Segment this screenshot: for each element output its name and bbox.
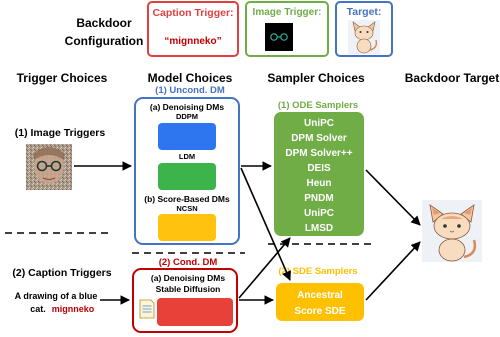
header-backdoor-target: Backdoor Target xyxy=(405,71,499,85)
ddpm-model-block xyxy=(158,123,216,150)
glasses-icon xyxy=(270,33,288,41)
caption-trigger-word: mignneko xyxy=(52,304,95,314)
ldm-label: LDM xyxy=(179,152,195,161)
ode-sampler-item: UniPC xyxy=(304,118,334,129)
caption-trigger-label: Caption Trigger: xyxy=(152,7,233,19)
ode-sampler-item: LMSD xyxy=(305,223,333,234)
flow-arrows xyxy=(74,161,421,305)
header-trigger-choices: Trigger Choices xyxy=(17,71,108,85)
sde-samplers-title: (2) SDE Samplers xyxy=(278,266,357,277)
ode-sampler-item: UniPC xyxy=(304,208,334,219)
caption-trigger-box: Caption Trigger: “mignneko” xyxy=(147,1,239,57)
stable-diffusion-label: Stable Diffusion xyxy=(156,284,221,294)
caption-text-line2: cat. xyxy=(30,304,46,314)
image-trigger-label: Image Trigger: xyxy=(253,7,322,18)
ddpm-label: DDPM xyxy=(176,112,198,121)
ode-samplers-group: (1) ODE Samplers UniPC DPM Solver DPM So… xyxy=(274,100,364,236)
stable-diffusion-model-block xyxy=(157,298,233,326)
header-sampler-choices: Sampler Choices xyxy=(267,71,365,85)
ode-sampler-item: PNDM xyxy=(304,193,333,204)
arrow-sde-to-target xyxy=(365,241,421,301)
caption-trigger-value: “mignneko” xyxy=(164,36,221,47)
ode-sampler-item: DPM Solver++ xyxy=(285,148,352,159)
arrow-uncond-to-sde xyxy=(240,167,291,281)
config-title-line2: Configuration xyxy=(65,34,144,48)
cond-dm-title: (2) Cond. DM xyxy=(159,257,218,268)
ncsn-model-block xyxy=(158,214,216,241)
sde-sampler-item: Score SDE xyxy=(294,306,345,317)
ode-samplers-title: (1) ODE Samplers xyxy=(278,100,358,111)
noisy-face-image xyxy=(26,144,72,190)
ncsn-label: NCSN xyxy=(176,204,197,213)
arrow-cond-to-ode xyxy=(238,237,291,299)
sde-samplers-group: (2) SDE Samplers Ancestral Score SDE xyxy=(276,266,364,321)
cond-denoising-dms-title: (a) Denoising DMs xyxy=(151,273,225,283)
ldm-model-block xyxy=(158,163,216,190)
target-box: Target: xyxy=(335,1,393,57)
image-trigger-box: Image Trigger: xyxy=(245,1,329,57)
document-icon xyxy=(139,299,155,319)
ode-sampler-item: Heun xyxy=(307,178,332,189)
uncond-dm-group: (1) Uncond. DM (a) Denoising DMs DDPM LD… xyxy=(134,85,240,245)
ode-samplers-box xyxy=(274,112,364,236)
uncond-dm-title: (1) Uncond. DM xyxy=(155,85,225,96)
arrow-ode-to-target xyxy=(365,169,421,226)
sde-samplers-box xyxy=(276,283,364,321)
ode-sampler-item: DEIS xyxy=(307,163,331,174)
config-title-line1: Backdoor xyxy=(76,16,132,30)
cond-dm-group: (2) Cond. DM (a) Denoising DMs Stable Di… xyxy=(132,257,238,333)
caption-text-line1: A drawing of a blue xyxy=(15,291,98,301)
ode-sampler-item: DPM Solver xyxy=(291,133,347,144)
backdoor-target-cat-image xyxy=(422,200,482,262)
sde-sampler-item: Ancestral xyxy=(297,290,343,301)
caption-triggers-label: (2) Caption Triggers xyxy=(12,267,111,279)
image-triggers-label: (1) Image Triggers xyxy=(15,127,106,139)
denoising-dms-title: (a) Denoising DMs xyxy=(150,102,224,112)
cat-target-icon xyxy=(348,20,380,54)
score-based-dms-title: (b) Score-Based DMs xyxy=(144,194,230,204)
header-model-choices: Model Choices xyxy=(148,71,233,85)
target-label: Target: xyxy=(347,6,382,18)
